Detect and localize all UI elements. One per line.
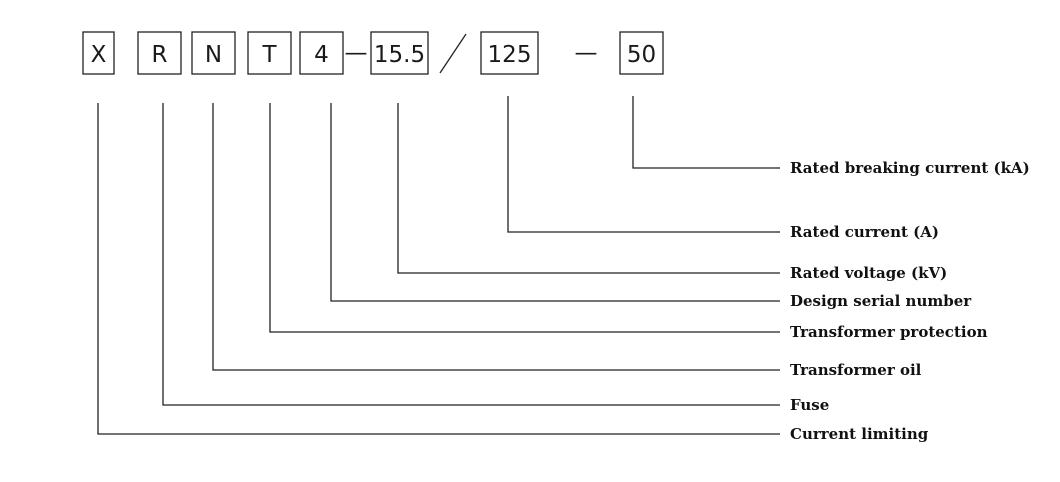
- separator-dash-2: —: [575, 40, 598, 66]
- code-box-design-number: 4: [299, 31, 344, 75]
- label-design-serial-number: Design serial number: [790, 292, 972, 310]
- code-current: 125: [488, 42, 532, 68]
- leader-line-rated-voltage: [397, 103, 780, 274]
- code-letter-x: X: [91, 42, 107, 68]
- label-rated-current: Rated current (A): [790, 223, 939, 241]
- label-transformer-oil: Transformer oil: [790, 361, 922, 379]
- code-box-x: X: [82, 31, 115, 75]
- leader-line-breaking-current: [632, 96, 780, 169]
- code-box-n: N: [191, 31, 236, 75]
- code-letter-r: R: [152, 42, 168, 68]
- leader-line-rated-current: [507, 96, 780, 233]
- leader-line-transformer-protection: [269, 103, 780, 333]
- code-voltage: 15.5: [374, 42, 425, 68]
- code-design-number: 4: [314, 42, 329, 68]
- label-transformer-protection: Transformer protection: [790, 323, 988, 341]
- code-letter-n: N: [205, 42, 222, 68]
- leader-line-transformer-oil: [212, 103, 780, 371]
- code-box-current: 125: [480, 31, 539, 75]
- code-breaking-current: 50: [627, 42, 656, 68]
- leader-line-current-limiting: [97, 103, 780, 435]
- code-letter-t: T: [261, 42, 277, 68]
- code-box-t: T: [247, 31, 292, 75]
- code-box-voltage: 15.5: [370, 31, 429, 75]
- label-rated-voltage: Rated voltage (kV): [790, 264, 947, 282]
- label-fuse: Fuse: [790, 396, 829, 414]
- code-box-r: R: [137, 31, 182, 75]
- separator-dash-1: —: [345, 40, 368, 66]
- label-current-limiting: Current limiting: [790, 425, 929, 443]
- label-rated-breaking-current: Rated breaking current (kA): [790, 159, 1030, 177]
- separator-slash: [439, 33, 467, 74]
- leader-line-design-serial: [330, 103, 780, 302]
- leader-line-fuse: [162, 103, 780, 406]
- code-box-breaking-current: 50: [619, 31, 664, 75]
